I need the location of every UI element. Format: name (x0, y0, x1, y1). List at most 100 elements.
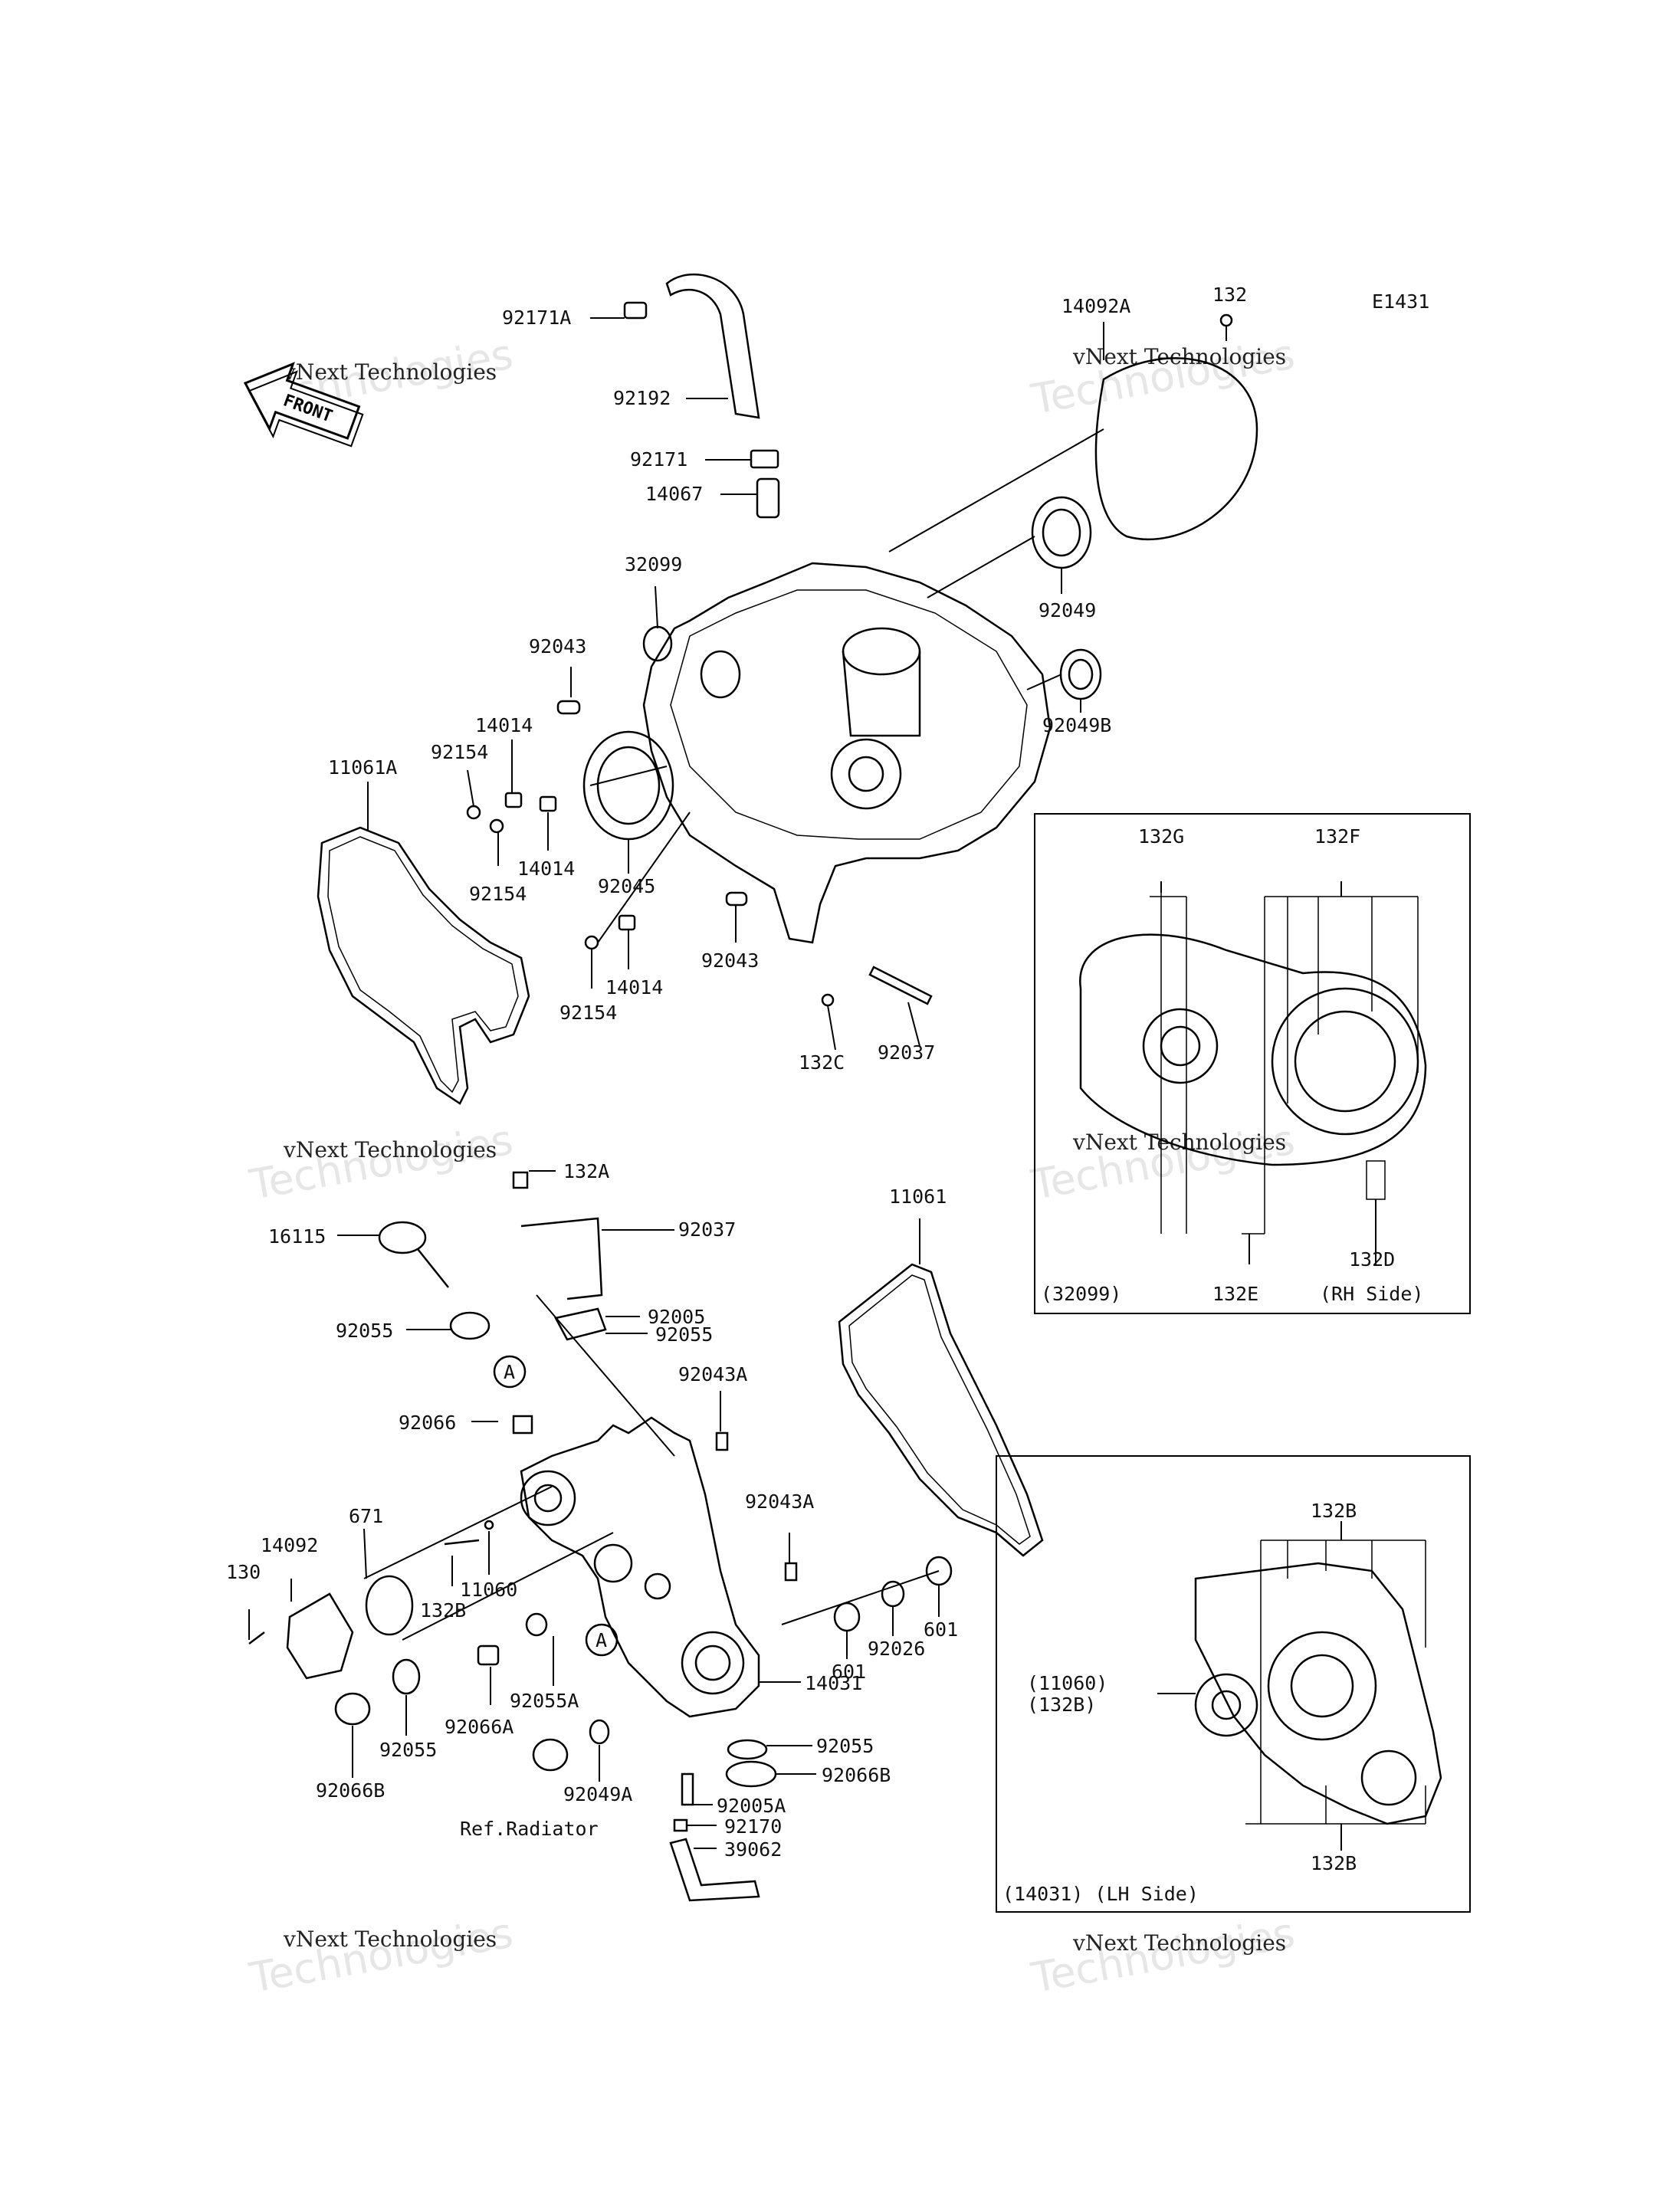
part-label: 92043 (529, 635, 586, 657)
cover-bore-small (1360, 1749, 1417, 1806)
part-label: 132A (563, 1160, 609, 1182)
inset-label: 132G (1138, 825, 1184, 848)
part-label: 92066 (399, 1412, 456, 1434)
part-label: 92154 (469, 883, 527, 905)
cover-boss-inner (1160, 1025, 1201, 1067)
part-label: 92055 (336, 1320, 393, 1342)
part-label: 16115 (268, 1225, 326, 1248)
watermark-text: vNext Technologies (1072, 1930, 1286, 1956)
part-label: 14067 (645, 483, 703, 505)
seal-92049A (589, 1719, 610, 1745)
callout-a-label: A (596, 1629, 607, 1651)
bearing-inner (596, 746, 661, 825)
part-label: 11061A (328, 756, 397, 779)
part-label: 39062 (724, 1838, 782, 1861)
part-label: 601 (832, 1661, 866, 1683)
part-label: 14014 (475, 714, 533, 736)
inset-label: 132E (1212, 1283, 1258, 1305)
part-label: 92005A (717, 1795, 786, 1817)
part-label: 92171 (630, 448, 687, 471)
part-label: 92043A (745, 1490, 814, 1513)
part-label: 14092A (1061, 295, 1130, 317)
cover-boss (1142, 1008, 1219, 1084)
callout-a (585, 1623, 619, 1657)
cover-port (593, 1543, 633, 1583)
bolt (1219, 313, 1233, 327)
o-ring-92055 (727, 1739, 768, 1760)
part-label: 14092 (261, 1534, 318, 1556)
part-label: 132B (420, 1599, 466, 1622)
dowel-pin (725, 891, 748, 907)
pipe-92037 (868, 966, 933, 1005)
bolt (489, 818, 504, 834)
cover-bore-inner (1290, 1654, 1354, 1718)
part-label: 92043 (701, 949, 759, 972)
part-label: 92005 (648, 1306, 705, 1328)
fitting-92005A (681, 1772, 694, 1806)
inset-label: (11060) (1027, 1672, 1107, 1694)
hose-clamp (750, 449, 779, 469)
part-label: 11060 (460, 1579, 517, 1601)
part-label: 32099 (625, 553, 682, 575)
oil-seal-inner (1068, 658, 1094, 690)
watermark-text: vNext Technologies (283, 359, 497, 385)
diagram-id: E1431 (1372, 290, 1429, 313)
breather-hose (665, 273, 760, 419)
hose-clamp (623, 301, 648, 320)
part-label: Ref.Radiator (460, 1818, 599, 1840)
plug-92066B (725, 1760, 777, 1788)
part-label: 92049 (1039, 599, 1096, 621)
gasket-inner (327, 836, 519, 1094)
part-label: 92192 (613, 387, 671, 409)
inset-label: (132B) (1027, 1694, 1096, 1716)
inset-label: 132B (1311, 1852, 1357, 1874)
cover-hole (644, 1572, 671, 1600)
part-label: 92066B (316, 1779, 385, 1802)
air-duct (842, 627, 921, 676)
inset-label: 132D (1349, 1248, 1395, 1271)
fitting (756, 477, 780, 519)
bolt-132A (512, 1171, 529, 1189)
callout-a-label: A (504, 1361, 515, 1383)
pump-boss (1194, 1673, 1258, 1737)
part-label: 92043A (678, 1363, 747, 1385)
bolt-132B (444, 1539, 480, 1546)
lh-cover (520, 1416, 760, 1718)
inset-label: 132B (1311, 1500, 1357, 1522)
spacer-92026 (881, 1580, 905, 1608)
o-ring-92055A (525, 1612, 548, 1637)
fitting-92005 (554, 1307, 607, 1341)
inset-frame (996, 1455, 1471, 1913)
cover-bore (1267, 1631, 1377, 1741)
cover-inner-edge (670, 589, 1028, 840)
pump-boss-inner (533, 1484, 563, 1513)
duct-port (700, 650, 741, 699)
grommet (618, 914, 636, 931)
part-label: 92037 (878, 1041, 935, 1064)
labels-lower: 132A 92037 16115 92055 92005 92055 11061… (226, 1160, 958, 1861)
part-label: 92066B (822, 1764, 891, 1786)
cover-boss (830, 738, 902, 810)
bolt-132D (1366, 1160, 1386, 1200)
oil-filler-cap-16115 (378, 1221, 427, 1254)
leader-lines-upper (367, 317, 1227, 1051)
dowel-92043A (784, 1562, 798, 1582)
watermark-text: vNext Technologies (1072, 1130, 1286, 1155)
watermark-text: vNext Technologies (283, 1137, 497, 1162)
pump-boss (520, 1470, 576, 1526)
cover-bore-inner (1294, 1010, 1396, 1113)
cover-bore-inner (694, 1644, 731, 1681)
part-label: 92154 (559, 1002, 617, 1024)
watermark-ghost: Technologies (245, 1909, 517, 2002)
watermark-text: vNext Technologies (283, 1926, 497, 1952)
bolt-130 (248, 1631, 265, 1644)
oil-seal-92049B (1059, 648, 1102, 700)
gasket-11061 (838, 1263, 1044, 1557)
o-ring-92055 (392, 1658, 421, 1695)
part-label: 92049B (1042, 714, 1111, 736)
part-label: 671 (349, 1505, 383, 1527)
o-ring-92055 (449, 1311, 491, 1340)
inset-frame (1034, 813, 1471, 1314)
cover-bore (1271, 987, 1419, 1136)
oil-seal-inner (1042, 508, 1081, 557)
